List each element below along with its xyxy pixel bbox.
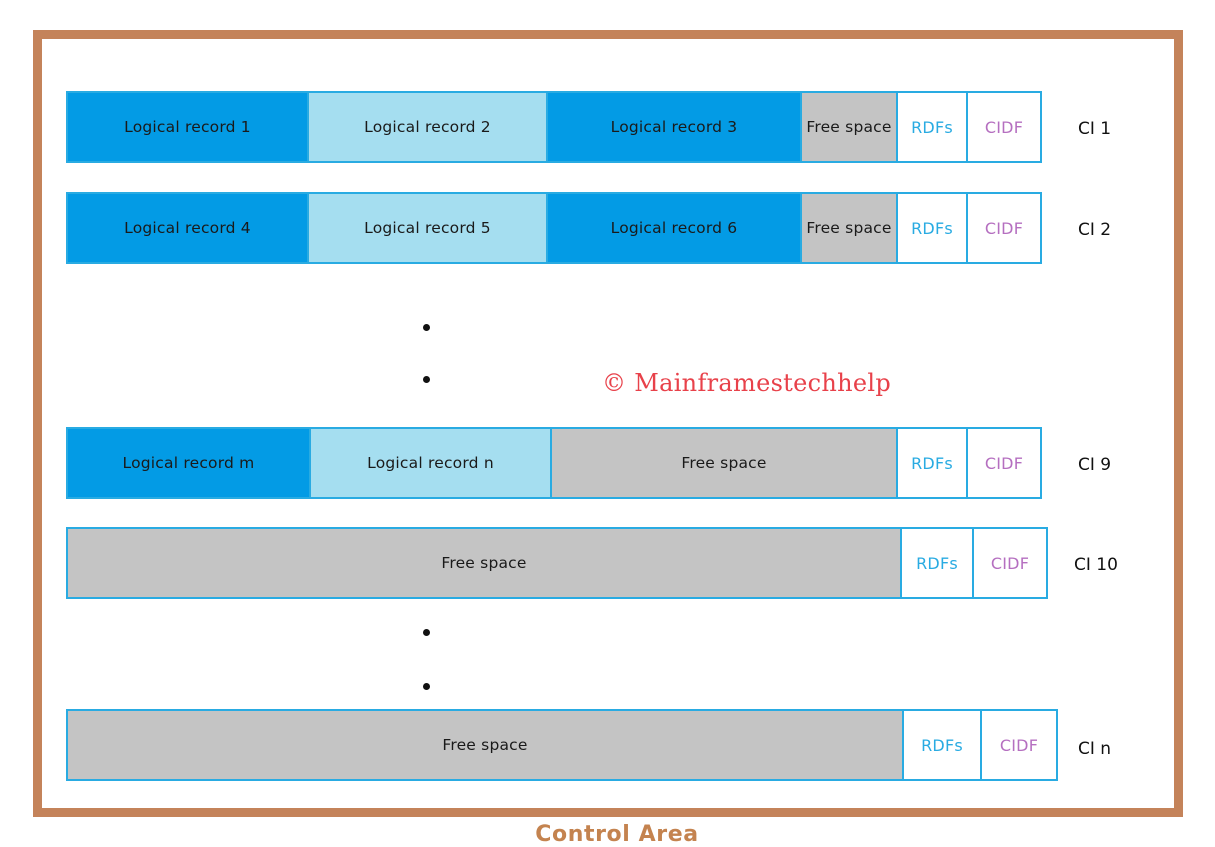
ci-row-2: Logical record 4 Logical record 5 Logica… [66, 192, 1042, 264]
ci-label: CI n [1078, 739, 1112, 759]
segment-label: RDFs [911, 453, 953, 473]
segment-free-space: Free space [66, 709, 904, 781]
segment-logical-record: Logical record n [309, 427, 552, 499]
segment-label: RDFs [916, 553, 958, 573]
segment-label: Free space [442, 736, 528, 754]
ci-row-n: Free space RDFs CIDF [66, 709, 1058, 781]
segment-label: CIDF [984, 117, 1024, 137]
ellipsis-dot [423, 324, 430, 331]
segment-free-space: Free space [800, 192, 898, 264]
ellipsis-dot [423, 683, 430, 690]
segment-rdfs: RDFs [900, 527, 974, 599]
segment-label: Free space [441, 554, 527, 572]
segment-free-space: Free space [66, 527, 902, 599]
segment-label: Free space [806, 118, 892, 136]
watermark-text: © Mainframestechhelp [602, 369, 892, 397]
ellipsis-dot [423, 376, 430, 383]
segment-label: RDFs [921, 735, 963, 755]
segment-rdfs: RDFs [902, 709, 982, 781]
segment-free-space: Free space [550, 427, 898, 499]
segment-label: Logical record 3 [610, 118, 738, 136]
segment-cidf: CIDF [966, 192, 1042, 264]
segment-label: CIDF [999, 735, 1039, 755]
segment-label: CIDF [984, 453, 1024, 473]
segment-cidf: CIDF [966, 91, 1042, 163]
ellipsis-dot [423, 629, 430, 636]
segment-label: Logical record 2 [364, 118, 491, 136]
ci-label: CI 9 [1078, 455, 1112, 475]
ci-row-1: Logical record 1 Logical record 2 Logica… [66, 91, 1042, 163]
ci-row-9: Logical record m Logical record n Free s… [66, 427, 1042, 499]
segment-cidf: CIDF [980, 709, 1058, 781]
ci-label: CI 10 [1074, 555, 1118, 575]
segment-logical-record: Logical record 2 [307, 91, 548, 163]
segment-label: Free space [681, 454, 767, 472]
ci-row-10: Free space RDFs CIDF [66, 527, 1048, 599]
segment-cidf: CIDF [972, 527, 1048, 599]
segment-rdfs: RDFs [896, 91, 968, 163]
segment-rdfs: RDFs [896, 192, 968, 264]
segment-label: CIDF [984, 218, 1024, 238]
segment-label: Free space [806, 219, 892, 237]
segment-logical-record: Logical record 1 [66, 91, 309, 163]
segment-rdfs: RDFs [896, 427, 968, 499]
segment-label: Logical record 5 [364, 219, 491, 237]
segment-logical-record: Logical record 4 [66, 192, 309, 264]
segment-label: Logical record 1 [124, 118, 251, 136]
segment-logical-record: Logical record 3 [546, 91, 802, 163]
segment-label: RDFs [911, 218, 953, 238]
segment-logical-record: Logical record m [66, 427, 311, 499]
segment-label: Logical record 4 [124, 219, 251, 237]
diagram-caption: Control Area [535, 822, 699, 847]
segment-label: Logical record 6 [610, 219, 738, 237]
diagram-frame: Logical record 1 Logical record 2 Logica… [33, 30, 1183, 847]
segment-label: CIDF [990, 553, 1030, 573]
ci-label: CI 1 [1078, 119, 1112, 139]
segment-label: Logical record m [122, 454, 255, 472]
ci-label: CI 2 [1078, 220, 1112, 240]
segment-logical-record: Logical record 5 [307, 192, 548, 264]
segment-label: RDFs [911, 117, 953, 137]
segment-free-space: Free space [800, 91, 898, 163]
segment-label: Logical record n [367, 454, 494, 472]
segment-cidf: CIDF [966, 427, 1042, 499]
segment-logical-record: Logical record 6 [546, 192, 802, 264]
